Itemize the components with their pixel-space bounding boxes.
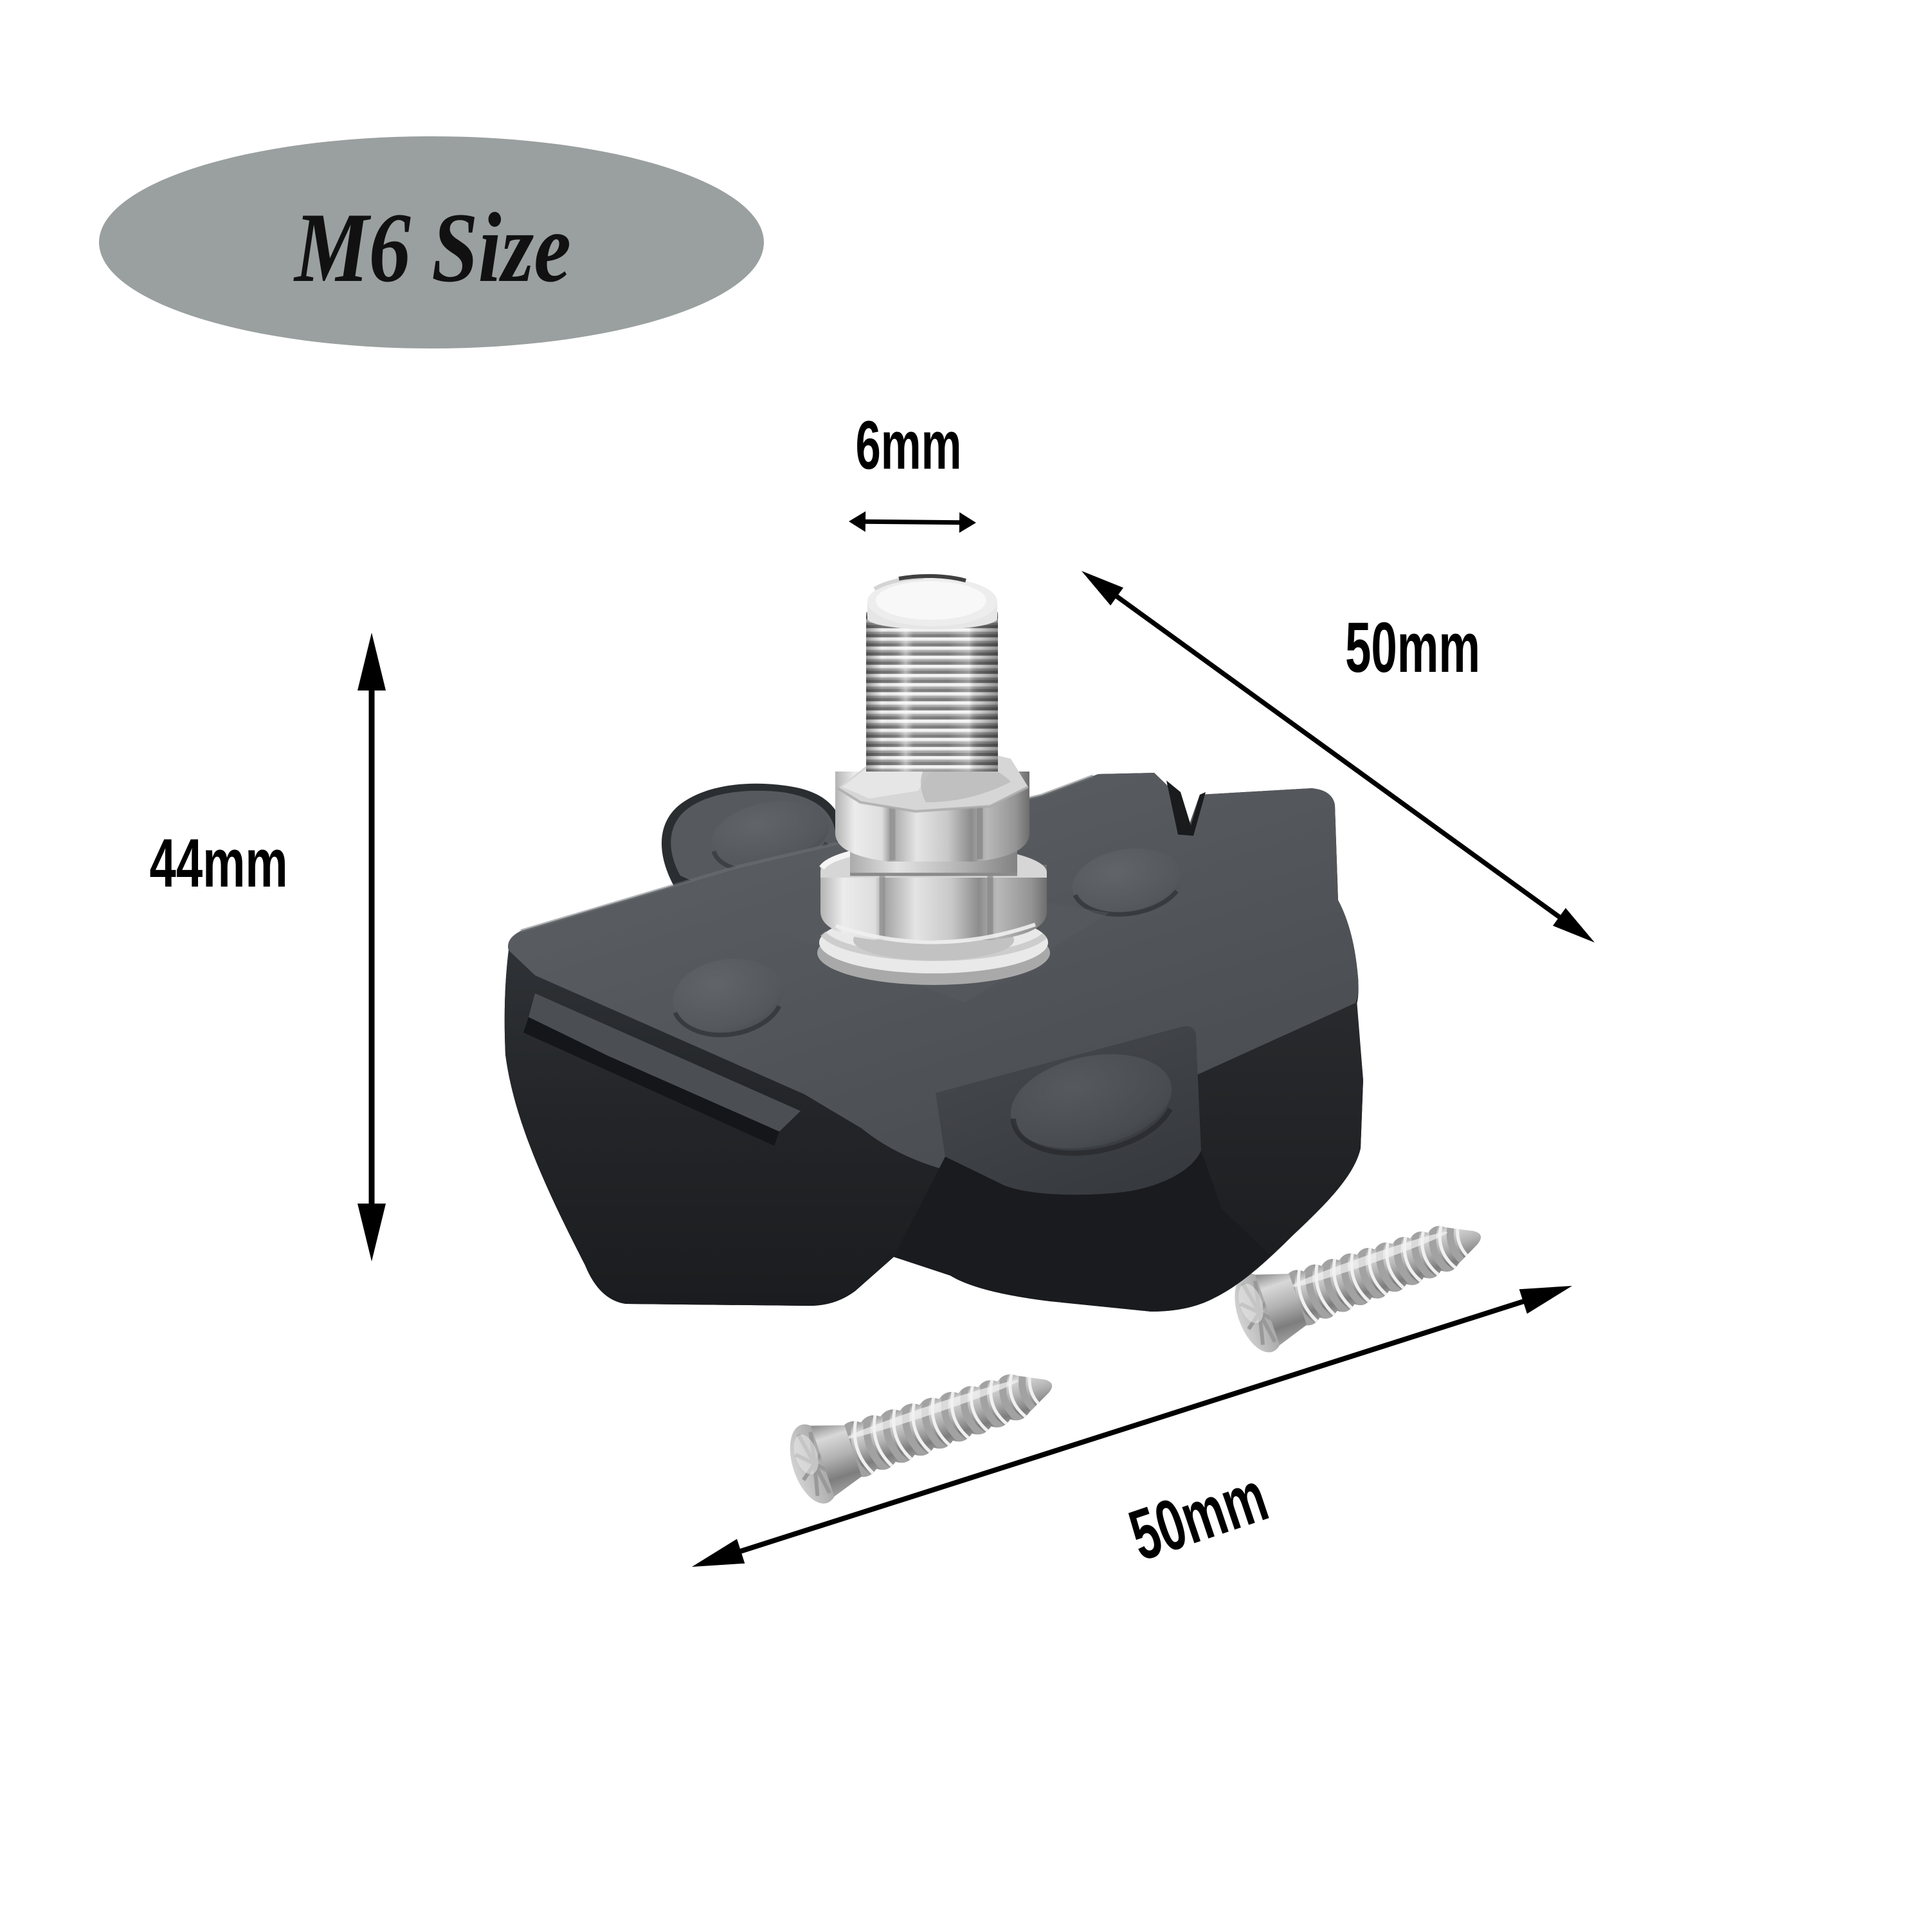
svg-text:50mm: 50mm [1345, 608, 1480, 687]
svg-text:44mm: 44mm [150, 824, 288, 901]
svg-text:M6 Size: M6 Size [293, 192, 571, 303]
svg-text:6mm: 6mm [856, 406, 962, 483]
